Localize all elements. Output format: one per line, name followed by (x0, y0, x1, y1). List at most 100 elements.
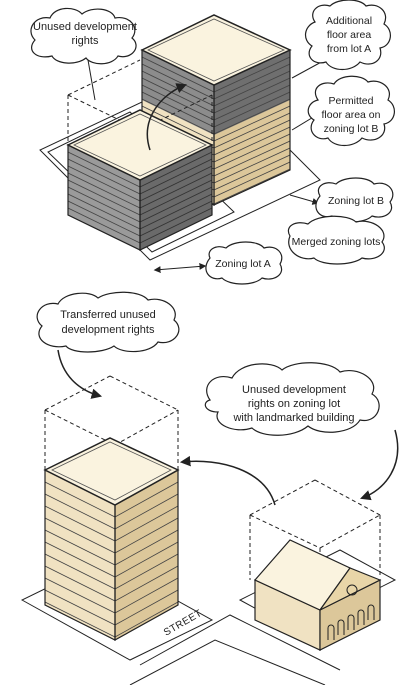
permitted-floor-cloud (307, 75, 395, 147)
floor-line (140, 158, 212, 195)
floor-line (214, 126, 290, 163)
landmark-rose-window (346, 584, 358, 596)
merged-lots-cloud (287, 215, 385, 265)
floor-line (68, 249, 140, 250)
floor-line (45, 637, 115, 640)
floor-line (45, 577, 115, 614)
floor-line (45, 529, 115, 566)
floor-line (68, 186, 140, 223)
floor-line (68, 165, 140, 202)
floor-line (45, 565, 115, 602)
floor-line (45, 505, 115, 542)
building-b-roof (140, 14, 292, 86)
floor-line (140, 249, 212, 250)
floor-line (214, 77, 290, 114)
floor-line (140, 193, 212, 230)
landmark-label-3: with landmarked building (232, 412, 354, 424)
floor-line (214, 98, 290, 135)
landmark-label-2: rights on zoning lot (248, 398, 340, 410)
street-edge (139, 614, 341, 671)
transferred-rights-cloud (36, 291, 180, 353)
floor-line (115, 589, 178, 626)
floor-line (115, 493, 178, 530)
floor-line (142, 63, 214, 100)
receiving-tower (43, 437, 180, 685)
floor-line (142, 56, 214, 93)
floor-line (115, 577, 178, 614)
floor-line (45, 601, 115, 638)
floor-line (140, 207, 212, 244)
building-a-roof (66, 109, 214, 181)
unused-rights-cloud (30, 7, 137, 65)
additional-floor-label-1: Additional (326, 15, 372, 27)
landmark-cloud-arrow (360, 429, 399, 501)
permitted-floor-label-1: Permitted (329, 95, 374, 107)
permitted-floor-label-2: floor area on (322, 109, 381, 121)
floor-line (115, 517, 178, 554)
zoning-lot-a-cloud (205, 241, 283, 285)
cloud-to-envelope-arrow (57, 349, 103, 399)
floor-line (214, 203, 290, 205)
floor-line (45, 589, 115, 626)
floor-line (115, 481, 178, 518)
floor-line (68, 179, 140, 216)
floor-line (68, 200, 140, 237)
floor-line (214, 70, 290, 107)
bottom-diagram: STREET (20, 291, 399, 685)
floor-line (45, 674, 115, 685)
floor-line (115, 541, 178, 578)
floor-line (214, 196, 290, 205)
floor-line (214, 56, 290, 93)
additional-floor-cloud (305, 0, 391, 71)
floor-line (45, 650, 115, 685)
floor-line (140, 179, 212, 216)
landmark-label-1: Unused development (242, 384, 346, 396)
zoning-lot-b-label: Zoning lot B (328, 195, 384, 207)
floor-line (45, 493, 115, 530)
merged-lots-label: Merged zoning lots (292, 236, 381, 248)
floor-line (45, 481, 115, 518)
floor-line (140, 200, 212, 237)
transferred-label-1: Transferred unused (60, 309, 156, 321)
floor-line (115, 601, 178, 638)
floor-line (214, 140, 290, 177)
floor-line (142, 98, 214, 135)
transferred-label-2: development rights (62, 324, 155, 336)
floor-line (214, 84, 290, 121)
floor-line (45, 553, 115, 590)
receiving-tower-roof (43, 437, 180, 506)
floor-line (68, 207, 140, 244)
floor-line (115, 565, 178, 602)
floor-line (68, 151, 140, 188)
floor-line (140, 186, 212, 223)
permitted-floor-label-3: zoning lot B (324, 123, 379, 135)
floor-line (140, 151, 212, 188)
floor-line (115, 553, 178, 590)
floor-line (214, 168, 290, 205)
floor-line (68, 158, 140, 195)
floor-line (214, 154, 290, 191)
additional-floor-label-3: from lot A (327, 43, 371, 55)
unused-rights-label-2: rights (72, 35, 99, 47)
additional-floor-label-2: floor area (327, 29, 372, 41)
lot-a-dimension-line (153, 262, 207, 274)
floor-line (45, 662, 115, 685)
floor-line (142, 91, 214, 128)
floor-line (68, 172, 140, 209)
floor-line (214, 161, 290, 198)
floor-line (214, 112, 290, 149)
floor-line (140, 165, 212, 202)
floor-line (214, 105, 290, 142)
lot-b-dimension-line (289, 194, 320, 205)
transfer-arrow-top (146, 83, 187, 151)
floor-line (214, 91, 290, 128)
floor-line (214, 119, 290, 156)
floor-line (140, 172, 212, 209)
floor-line (68, 257, 140, 292)
transfer-arrow-bottom (179, 455, 276, 506)
floor-line (115, 529, 178, 566)
zoning-lot-a-label: Zoning lot A (215, 258, 270, 270)
floor-line (214, 133, 290, 170)
floor-line (214, 147, 290, 184)
